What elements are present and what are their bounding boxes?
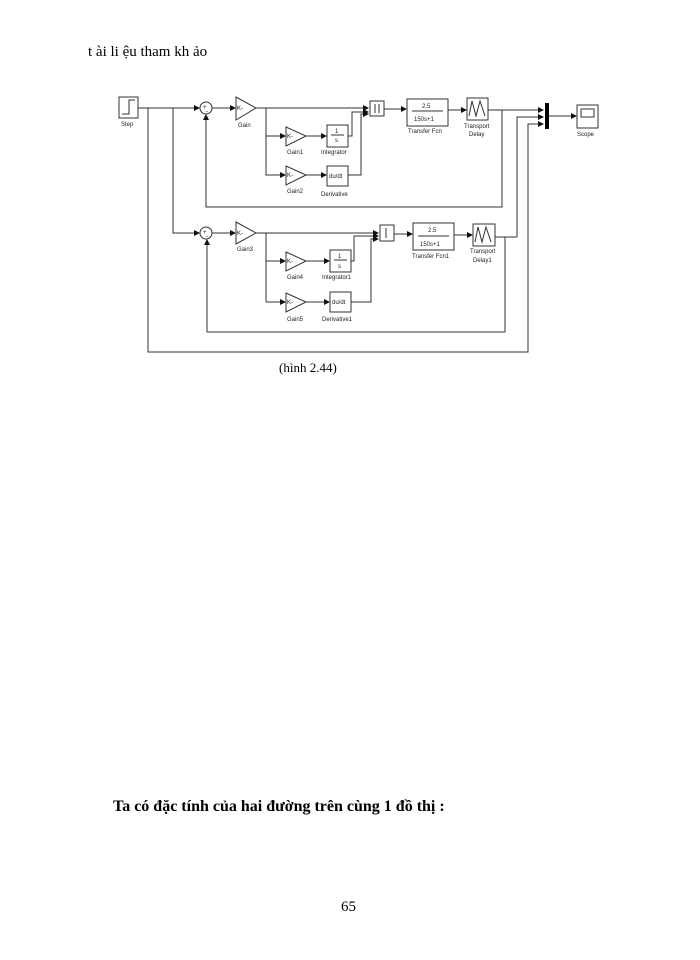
svg-text:Transport: Transport <box>464 124 490 130</box>
svg-text:Transport: Transport <box>470 249 496 255</box>
svg-text:Step: Step <box>121 122 134 128</box>
svg-text:1: 1 <box>338 254 342 260</box>
svg-text:du/dt: du/dt <box>329 174 343 180</box>
gain5-block[interactable]: K- Gain5 <box>285 292 308 323</box>
svg-text:150s+1: 150s+1 <box>420 242 441 248</box>
svg-text:Derivative: Derivative <box>321 192 348 198</box>
svg-text:du/dt: du/dt <box>332 300 346 306</box>
svg-text:K-: K- <box>287 300 293 306</box>
svg-text:K-: K- <box>287 173 293 179</box>
svg-text:-: - <box>206 234 208 240</box>
wires <box>138 105 577 353</box>
svg-text:Delay1: Delay1 <box>473 258 492 264</box>
svg-text:2.5: 2.5 <box>422 104 431 110</box>
figure-caption: (hình 2.44) <box>279 360 337 375</box>
svg-text:Gain5: Gain5 <box>287 317 304 323</box>
svg-text:Gain: Gain <box>238 123 251 129</box>
svg-text:Delay: Delay <box>469 132 484 138</box>
svg-text:Gain4: Gain4 <box>287 275 304 281</box>
svg-text:-: - <box>206 109 208 115</box>
svg-text:Gain1: Gain1 <box>287 150 304 156</box>
svg-text:K-: K- <box>237 231 243 237</box>
gain3-block[interactable]: K- Gain3 <box>235 221 258 253</box>
svg-text:s: s <box>335 138 338 144</box>
svg-text:s: s <box>338 264 341 270</box>
svg-text:1: 1 <box>335 129 339 135</box>
sum-block[interactable]: +- <box>199 101 213 115</box>
svg-text:Derivative1: Derivative1 <box>322 317 353 323</box>
svg-text:Gain3: Gain3 <box>237 247 254 253</box>
gain-block[interactable]: K- Gain <box>235 96 258 129</box>
simulink-diagram: Step +- K-Gain K-Gain1 K-Gain2 1sIntegra… <box>118 96 599 353</box>
mux-block[interactable] <box>369 100 385 117</box>
scope-block[interactable]: Scope <box>576 104 599 138</box>
svg-text:2.5: 2.5 <box>428 228 437 234</box>
svg-text:Gain2: Gain2 <box>287 189 304 195</box>
svg-text:Integrator1: Integrator1 <box>322 275 352 281</box>
mux-bar[interactable] <box>545 103 549 129</box>
header-text: t ài li ệu tham kh ảo <box>88 44 208 60</box>
svg-text:+: + <box>203 230 207 236</box>
svg-text:Transfer Fcn: Transfer Fcn <box>408 129 442 135</box>
gain2-block[interactable]: K- Gain2 <box>285 165 308 195</box>
svg-text:K-: K- <box>287 259 293 265</box>
svg-text:K-: K- <box>237 106 243 112</box>
svg-text:Transfer Fcn1: Transfer Fcn1 <box>412 254 450 260</box>
page-number: 65 <box>341 899 356 915</box>
mux1-block[interactable] <box>379 224 395 242</box>
gain4-block[interactable]: K- Gain4 <box>285 251 308 281</box>
step-block[interactable]: Step <box>118 96 139 128</box>
body-sentence: Ta có đặc tính của hai đường trên cùng 1… <box>113 798 445 815</box>
svg-text:150s+1: 150s+1 <box>414 117 435 123</box>
svg-text:+: + <box>203 105 207 111</box>
svg-text:K-: K- <box>287 134 293 140</box>
svg-text:Integrator: Integrator <box>321 150 347 156</box>
svg-text:Scope: Scope <box>577 132 595 138</box>
gain1-block[interactable]: K- Gain1 <box>285 126 308 156</box>
sum-block-2[interactable]: +- <box>199 226 213 240</box>
